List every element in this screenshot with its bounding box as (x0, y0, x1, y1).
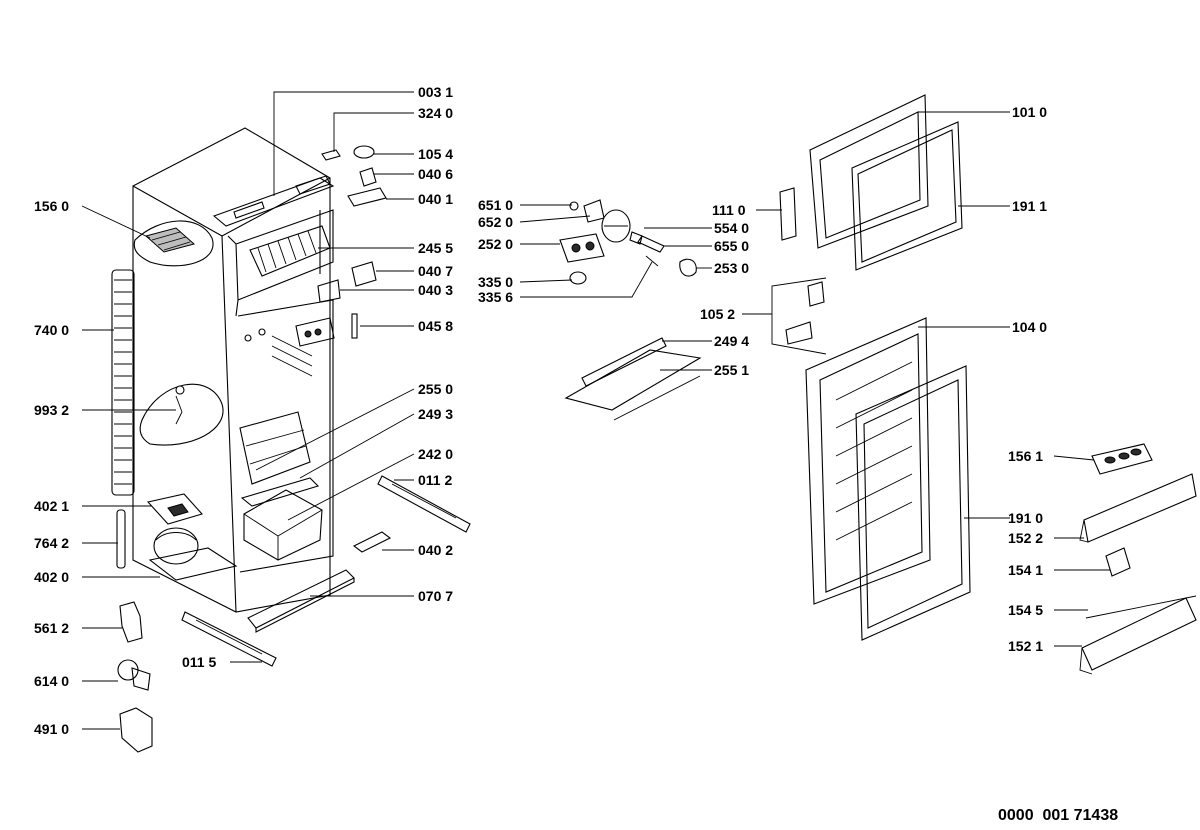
callout-156-1: 156 1 (1008, 448, 1043, 464)
callout-245-5: 245 5 (418, 240, 453, 256)
ice-tray-detail (133, 220, 214, 267)
callout-003-1: 003 1 (418, 84, 453, 100)
callout-045-8: 045 8 (418, 318, 453, 334)
callout-255-1: 255 1 (714, 362, 749, 378)
callout-255-0: 255 0 (418, 381, 453, 397)
callout-993-2: 993 2 (34, 402, 69, 418)
thermostat-sensor-detail (139, 383, 224, 446)
part-105-2-bracket (771, 277, 827, 355)
callout-764-2: 764 2 (34, 535, 69, 551)
document-number: 0000 001 71438 (998, 807, 1118, 824)
glass-shelf (564, 337, 702, 421)
callout-040-6: 040 6 (418, 166, 453, 182)
callout-011-2: 011 2 (418, 472, 452, 488)
callout-740-0: 740 0 (34, 322, 69, 338)
callout-101-0: 101 0 (1012, 104, 1047, 120)
callout-249-4: 249 4 (714, 333, 749, 349)
callout-652-0: 652 0 (478, 214, 513, 230)
callout-651-0: 651 0 (478, 197, 513, 213)
callout-040-3: 040 3 (418, 282, 453, 298)
service-parts (117, 601, 153, 753)
callout-111-0: 111 0 (712, 202, 746, 218)
callout-191-0: 191 0 (1008, 510, 1043, 526)
door-accessories (1079, 443, 1197, 675)
control-box-parts (559, 199, 697, 285)
callout-324-0: 324 0 (418, 105, 453, 121)
callout-491-0: 491 0 (34, 721, 69, 737)
callout-253-0: 253 0 (714, 260, 749, 276)
callout-105-4: 105 4 (418, 146, 453, 162)
callout-554-0: 554 0 (714, 220, 749, 236)
callout-154-5: 154 5 (1008, 602, 1043, 618)
callout-242-0: 242 0 (418, 446, 453, 462)
callout-402-1: 402 1 (34, 498, 69, 514)
callout-561-2: 561 2 (34, 620, 69, 636)
leader-lines (81, 91, 1110, 730)
callout-191-1: 191 1 (1012, 198, 1047, 214)
callout-152-1: 152 1 (1008, 638, 1043, 654)
callout-655-0: 655 0 (714, 238, 749, 254)
fridge-door (805, 317, 971, 641)
callout-labels: 003 1 324 0 105 4 040 6 040 1 156 0 245 … (34, 84, 1047, 737)
callout-249-3: 249 3 (418, 406, 453, 422)
callout-040-7: 040 7 (418, 263, 453, 279)
hinge-parts (779, 187, 825, 345)
callout-252-0: 252 0 (478, 236, 513, 252)
callout-156-0: 156 0 (34, 198, 69, 214)
callout-152-2: 152 2 (1008, 530, 1043, 546)
callout-040-2: 040 2 (418, 542, 453, 558)
compressor-assembly (116, 493, 238, 581)
callout-040-1: 040 1 (418, 191, 453, 207)
freezer-door (809, 94, 963, 271)
callout-402-0: 402 0 (34, 569, 69, 585)
callout-335-0: 335 0 (478, 274, 513, 290)
callout-335-6: 335 6 (478, 289, 513, 305)
base-parts (181, 475, 471, 667)
cabinet-small-parts (317, 145, 387, 339)
callout-011-5: 011 5 (182, 654, 216, 670)
callout-154-1: 154 1 (1008, 562, 1043, 578)
callout-105-2: 105 2 (700, 306, 735, 322)
callout-070-7: 070 7 (418, 588, 453, 604)
condenser-coil (111, 269, 135, 496)
callout-104-0: 104 0 (1012, 319, 1047, 335)
callout-614-0: 614 0 (34, 673, 69, 689)
